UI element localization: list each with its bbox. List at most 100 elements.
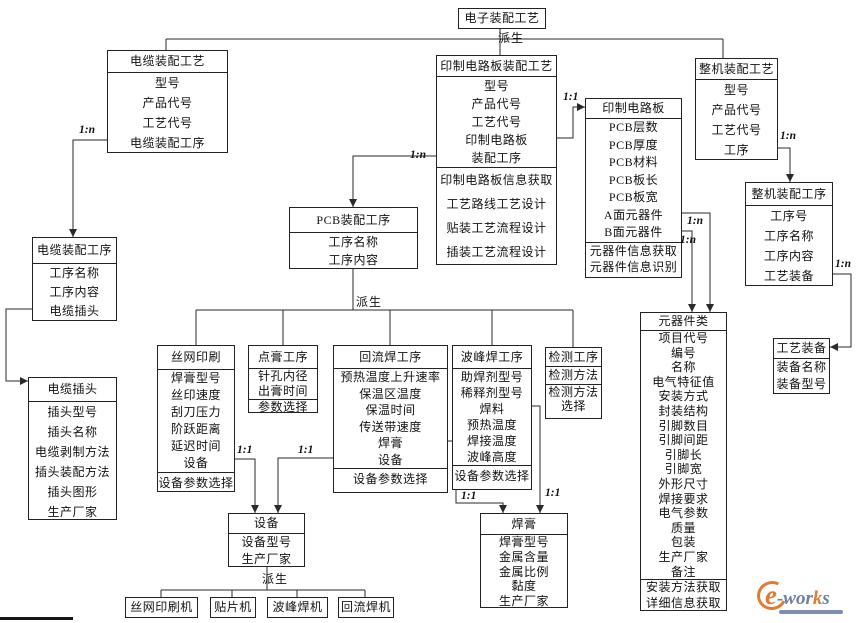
attribute-row: 生产厂家 bbox=[498, 594, 549, 609]
edge-reflow-to-equipment bbox=[274, 457, 333, 513]
attribute-row: 引脚宽 bbox=[664, 462, 703, 477]
entity-component-class: 元器件类 项目代号编号名称电气特征值安装方式封装结构引脚数目引脚间距引脚长引脚宽… bbox=[640, 312, 727, 611]
entity-title: 电缆装配工艺 bbox=[108, 51, 227, 73]
eworks-logo-underline bbox=[779, 610, 843, 614]
attribute-list: 工序名称工序内容电缆插头 bbox=[33, 264, 116, 321]
attribute-list: 插头型号插头名称电缆剥制方法插头装配方法插头图形生产厂家 bbox=[29, 402, 116, 522]
attribute-row: 产品代号 bbox=[471, 97, 522, 111]
method-row: 贴装工艺流程设计 bbox=[446, 221, 547, 235]
attribute-row: 生产厂家 bbox=[658, 549, 709, 564]
entity-title: 波峰焊工序 bbox=[453, 346, 531, 369]
attribute-row: 丝印速度 bbox=[170, 388, 221, 402]
cardinality-label: 1:1 bbox=[237, 444, 253, 456]
derive-label: 派生 bbox=[498, 31, 525, 45]
method-row: 插装工艺流程设计 bbox=[446, 245, 547, 259]
attribute-row: 焊膏型号 bbox=[170, 371, 221, 385]
entity-screen-printer-machine: 丝网印刷机 bbox=[125, 597, 198, 618]
entity-title: 丝网印刷机 bbox=[130, 600, 193, 614]
entity-paste-dispensing-step: 点膏工序 针孔内径出膏时间 参数选择 bbox=[248, 345, 318, 414]
attribute-row: 电缆装配工序 bbox=[129, 136, 205, 150]
cardinality-label: 1:n bbox=[835, 258, 851, 270]
method-row: 印制电路板信息获取 bbox=[440, 173, 553, 187]
method-row: 工艺路线工艺设计 bbox=[446, 197, 547, 211]
attribute-list: 焊膏型号丝印速度刮刀压力阶跃距离延迟时间设备 bbox=[158, 370, 234, 472]
attribute-row: PCB层数 bbox=[608, 120, 659, 134]
attribute-list: 设备型号生产厂家 bbox=[229, 534, 304, 568]
attribute-list: 型号产品代号工艺代号电缆装配工序 bbox=[108, 73, 227, 153]
entity-equipment: 设备 设备型号生产厂家 bbox=[228, 513, 305, 567]
attribute-row: 产品代号 bbox=[142, 96, 193, 110]
entity-title: 电子装配工艺 bbox=[464, 11, 540, 25]
attribute-row: 工序内容 bbox=[763, 249, 814, 263]
attribute-row: 工序名称 bbox=[763, 229, 814, 243]
edge-equipment-bus-drops bbox=[160, 590, 366, 597]
attribute-row: 产品代号 bbox=[711, 103, 762, 117]
derive-label: 派生 bbox=[262, 572, 289, 586]
attribute-row: 插头型号 bbox=[47, 405, 98, 419]
attribute-row: 出膏时间 bbox=[257, 384, 308, 398]
attribute-list: 预热温度上升速率保温区温度保温时间传送带速度焊膏设备 bbox=[334, 369, 447, 468]
method-list: 设备参数选择 bbox=[334, 468, 447, 490]
attribute-row: 焊膏 bbox=[377, 436, 403, 450]
entity-machine-assembly-process: 整机装配工艺 型号产品代号工艺代号工序 bbox=[695, 58, 778, 160]
entity-title: 电缆插头 bbox=[29, 378, 116, 402]
edge-derive-bus-drops bbox=[195, 310, 574, 347]
edge-wave-to-solderpaste bbox=[532, 405, 544, 513]
attribute-row: 工艺装备 bbox=[763, 269, 814, 283]
attribute-row: 电缆剥制方法 bbox=[34, 445, 110, 459]
attribute-row: PCB材料 bbox=[608, 155, 659, 169]
attribute-row: 工艺代号 bbox=[711, 123, 762, 137]
attribute-row: 电气参数 bbox=[658, 506, 709, 521]
method-row: 安装方法获取 bbox=[645, 580, 721, 595]
cardinality-label: 1:1 bbox=[461, 490, 477, 502]
attribute-row: 焊膏型号 bbox=[498, 535, 549, 549]
attribute-row: 工序内容 bbox=[49, 285, 100, 299]
attribute-row: 安装方式 bbox=[658, 389, 709, 404]
attribute-row: 工序号 bbox=[770, 209, 808, 223]
attribute-row: 工艺代号 bbox=[142, 116, 193, 130]
method-row: 设备参数选择 bbox=[454, 469, 530, 483]
attribute-list: 焊膏型号金属含量金属比例黏度生产厂家 bbox=[481, 535, 567, 609]
method-list: 元器件信息获取元器件信息识别 bbox=[586, 241, 681, 275]
attribute-list: 型号产品代号工艺代号印制电路板装配工序 bbox=[437, 77, 556, 167]
attribute-row: 插头名称 bbox=[47, 425, 98, 439]
attribute-row: 工艺代号 bbox=[471, 115, 522, 129]
method-list: 设备参数选择 bbox=[158, 472, 234, 493]
edge-cablestep-to-plug bbox=[5, 308, 32, 385]
attribute-row: 印制电路板 bbox=[465, 133, 528, 147]
method-list: 印制电路板信息获取工艺路线工艺设计贴装工艺流程设计插装工艺流程设计 bbox=[437, 167, 556, 264]
method-list: 设备参数选择 bbox=[453, 465, 531, 486]
attribute-row: 装配工序 bbox=[471, 151, 522, 165]
entity-electronic-assembly-process: 电子装配工艺 bbox=[458, 8, 546, 29]
edge-cableprocess-to-cablestep bbox=[69, 139, 107, 237]
attribute-row: 工序名称 bbox=[49, 266, 100, 280]
attribute-row: 焊接要求 bbox=[658, 491, 709, 506]
attribute-row: PCB厚度 bbox=[608, 137, 659, 152]
edge-pcbprocess-to-pcbstep bbox=[349, 155, 436, 207]
attribute-row: 工序名称 bbox=[328, 235, 379, 249]
entity-wave-solder-machine: 波峰焊机 bbox=[267, 597, 328, 618]
attribute-row: 工序内容 bbox=[328, 253, 379, 267]
eworks-logo-text: k bbox=[812, 588, 823, 609]
entity-cable-assembly-step: 电缆装配工序 工序名称工序内容电缆插头 bbox=[32, 237, 117, 321]
attribute-row: 型号 bbox=[154, 76, 180, 90]
attribute-list: 工序名称工序内容 bbox=[290, 233, 417, 269]
edge-screenprint-to-equipment bbox=[235, 458, 259, 513]
eworks-logo-e: e bbox=[757, 580, 777, 611]
entity-solder-paste: 焊膏 焊膏型号金属含量金属比例黏度生产厂家 bbox=[480, 513, 568, 608]
derive-label: 派生 bbox=[356, 295, 383, 309]
entity-cable-plug: 电缆插头 插头型号插头名称电缆剥制方法插头装配方法插头图形生产厂家 bbox=[28, 377, 117, 520]
method-list: 检测方法选择 bbox=[546, 384, 601, 413]
page-edge-mark bbox=[0, 617, 73, 620]
attribute-row: 刮刀压力 bbox=[170, 405, 221, 419]
attribute-row: 电气特征值 bbox=[652, 374, 715, 389]
eworks-logo: e-works bbox=[757, 580, 857, 620]
entity-title: 贴片机 bbox=[214, 600, 252, 614]
entity-screen-printing: 丝网印刷 焊膏型号丝印速度刮刀压力阶跃距离延迟时间设备 设备参数选择 bbox=[157, 345, 235, 492]
entity-wave-soldering-step: 波峰焊工序 助焊剂型号稀释剂型号焊料预热温度焊接温度波峰高度 设备参数选择 bbox=[452, 345, 532, 490]
attribute-row: 工序 bbox=[723, 143, 749, 157]
attribute-list: 工序号工序名称工序内容工艺装备 bbox=[746, 206, 832, 286]
entity-reflow-oven-machine: 回流焊机 bbox=[338, 597, 394, 618]
attribute-row: PCB板宽 bbox=[608, 190, 659, 204]
